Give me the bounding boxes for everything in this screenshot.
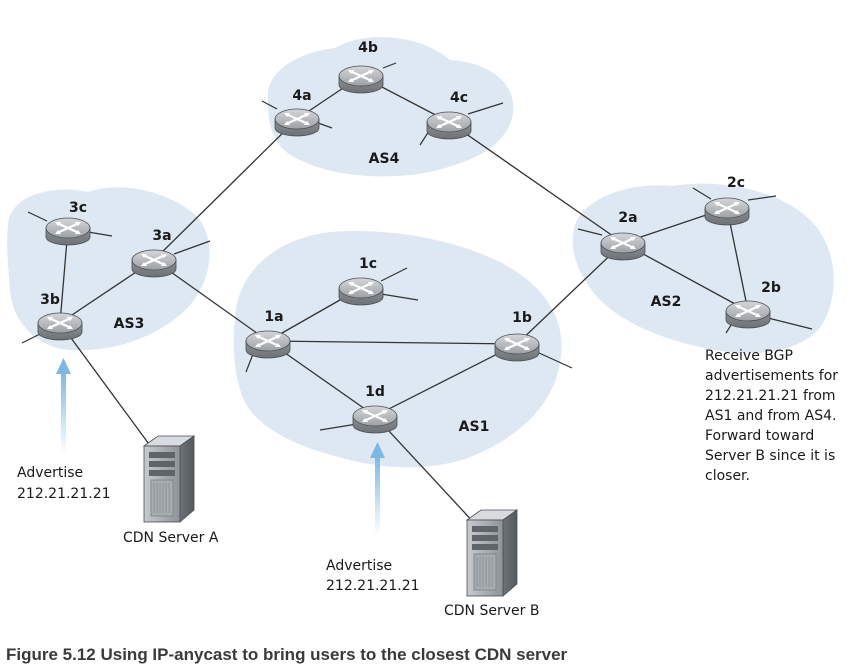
router-label-1d: 1d (365, 384, 385, 400)
router-1c-icon (337, 276, 385, 307)
cdn-server-b-icon (466, 509, 518, 597)
advertise-arrow-b (370, 442, 385, 536)
router-label-2c: 2c (727, 175, 745, 191)
note-line: closer. (705, 468, 750, 484)
figure-caption: Figure 5.12 Using IP-anycast to bring us… (6, 645, 568, 664)
router-label-4b: 4b (358, 40, 378, 56)
router-label-4a: 4a (292, 88, 311, 104)
router-label-3c: 3c (69, 200, 87, 216)
cdn-server-a-label: CDN Server A (123, 530, 219, 546)
router-3b-icon (36, 311, 84, 342)
as3-label: AS3 (114, 316, 145, 332)
router-1b-icon (493, 332, 541, 363)
router-label-1a: 1a (264, 309, 283, 325)
cdn-server-b-label: CDN Server B (444, 603, 539, 619)
as3-cloud (7, 187, 210, 351)
advertise-b-line1: Advertise (326, 558, 392, 574)
note-line: Forward toward (705, 428, 814, 444)
note-line: Server B since it is (705, 448, 835, 464)
as4-label: AS4 (369, 151, 400, 167)
as1-cloud (233, 231, 562, 468)
note-line: 212.21.21.21 from (705, 388, 836, 404)
router-label-2a: 2a (618, 210, 637, 226)
note-line: AS1 and from AS4. (705, 408, 836, 424)
router-label-1c: 1c (359, 256, 377, 272)
as4-cloud (267, 36, 514, 177)
advertise-a-line1: Advertise (17, 465, 83, 481)
as2-cloud (572, 183, 834, 354)
router-2c-icon (703, 196, 751, 227)
router-2b-icon (724, 299, 772, 330)
router-1a-icon (244, 329, 292, 360)
router-3a-icon (130, 248, 178, 279)
router-label-3b: 3b (40, 292, 60, 308)
router-labels: 4a 4b 4c 3c 3a 3b 1c 1a 1b 1d 2a 2c 2b (40, 40, 781, 400)
router-label-3a: 3a (152, 228, 171, 244)
router-label-4c: 4c (450, 90, 468, 106)
advertise-arrow-a (56, 358, 71, 454)
router-4c-icon (425, 110, 473, 141)
router-1d-icon (351, 404, 399, 435)
advertise-a-line2: 212.21.21.21 (17, 486, 111, 502)
as2-label: AS2 (651, 294, 682, 310)
router-label-2b: 2b (761, 280, 781, 296)
router-4a-icon (273, 107, 321, 138)
cdn-server-a-icon (143, 435, 195, 523)
router-2a-icon (599, 231, 647, 262)
as-labels: AS4 AS3 AS1 AS2 (114, 151, 682, 435)
advertise-b-line2: 212.21.21.21 (326, 578, 420, 594)
note-line: advertisements for (705, 368, 838, 384)
router-3c-icon (44, 216, 92, 247)
as1-label: AS1 (459, 419, 490, 435)
note-line: Receive BGP (705, 348, 793, 364)
note-2b: Receive BGP advertisements for 212.21.21… (705, 348, 838, 484)
router-label-1b: 1b (512, 310, 532, 326)
router-4b-icon (337, 64, 385, 95)
